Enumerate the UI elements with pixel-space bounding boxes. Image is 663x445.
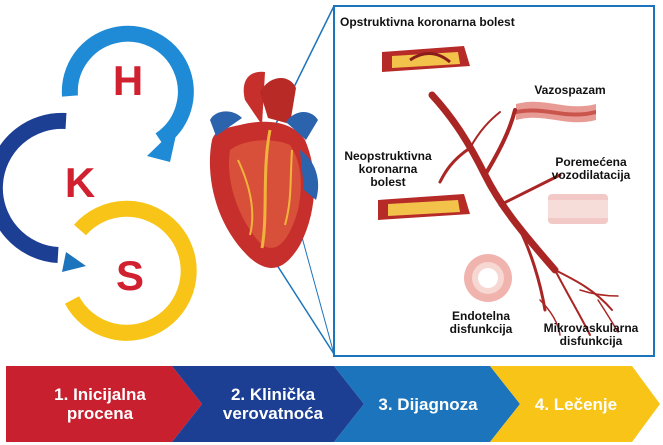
step-1-label: 1. Inicijalna procena [20, 372, 180, 436]
step-1-chevron [6, 366, 202, 442]
s-cycle-arrow [64, 200, 197, 341]
step-4-label: 4. Lečenje [512, 372, 640, 436]
step-2-line1: 2. Klinička [230, 385, 316, 404]
label-vasodilation-line2: vozodilatacija [551, 168, 631, 182]
vasospasm-illustration [516, 101, 596, 123]
label-microvascular-line2: disfunkcija [559, 334, 623, 348]
h-cycle-arrow [61, 25, 194, 162]
label-vasodilation-line1: Poremećena [555, 155, 627, 169]
step-3-label: 3. Dijagnoza [356, 372, 500, 436]
step-3-chevron [334, 366, 520, 442]
label-nonobstructive-line1: Neopstruktivna [344, 149, 432, 163]
step-2-chevron [172, 366, 364, 442]
step-1-line2: procena [66, 404, 134, 423]
label-vasospasm: Vazospazam [534, 83, 606, 97]
step-bar [6, 366, 660, 442]
k-cycle-arrow [0, 112, 86, 272]
letter-k: K [64, 159, 96, 206]
label-microvascular-line1: Mikrovaskularna [543, 321, 639, 335]
step-4-line1: 4. Lečenje [534, 394, 618, 414]
label-obstructive: Opstruktivna koronarna bolest [340, 15, 515, 29]
label-nonobstructive-line2: koronarna [358, 162, 418, 176]
label-vasodilation: Poremećena vozodilatacija [536, 156, 646, 182]
label-nonobstructive-line3: bolest [370, 175, 406, 189]
heart-illustration [209, 71, 319, 268]
label-endothelial-line2: disfunkcija [449, 322, 513, 336]
step-1-line1: 1. Inicijalna [54, 385, 146, 404]
step-2-label: 2. Klinička verovatnoća [194, 372, 352, 436]
vasodilation-illustration [548, 194, 608, 224]
coronary-artery-tree [428, 91, 619, 336]
label-nonobstructive: Neopstruktivna koronarna bolest [338, 150, 438, 189]
obstructive-artery-illustration [382, 46, 470, 72]
label-microvascular: Mikrovaskularna disfunkcija [532, 322, 650, 348]
step-2-line2: verovatnoća [222, 404, 324, 423]
step-4-chevron [490, 366, 660, 442]
step-3-line1: 3. Dijagnoza [378, 394, 478, 414]
label-endothelial: Endotelna disfunkcija [438, 310, 524, 336]
letter-h: H [112, 57, 144, 104]
nonobstructive-artery-illustration [378, 194, 470, 220]
letter-s: S [115, 252, 144, 299]
label-endothelial-line1: Endotelna [451, 309, 510, 323]
endothelial-ring-illustration [464, 254, 512, 302]
